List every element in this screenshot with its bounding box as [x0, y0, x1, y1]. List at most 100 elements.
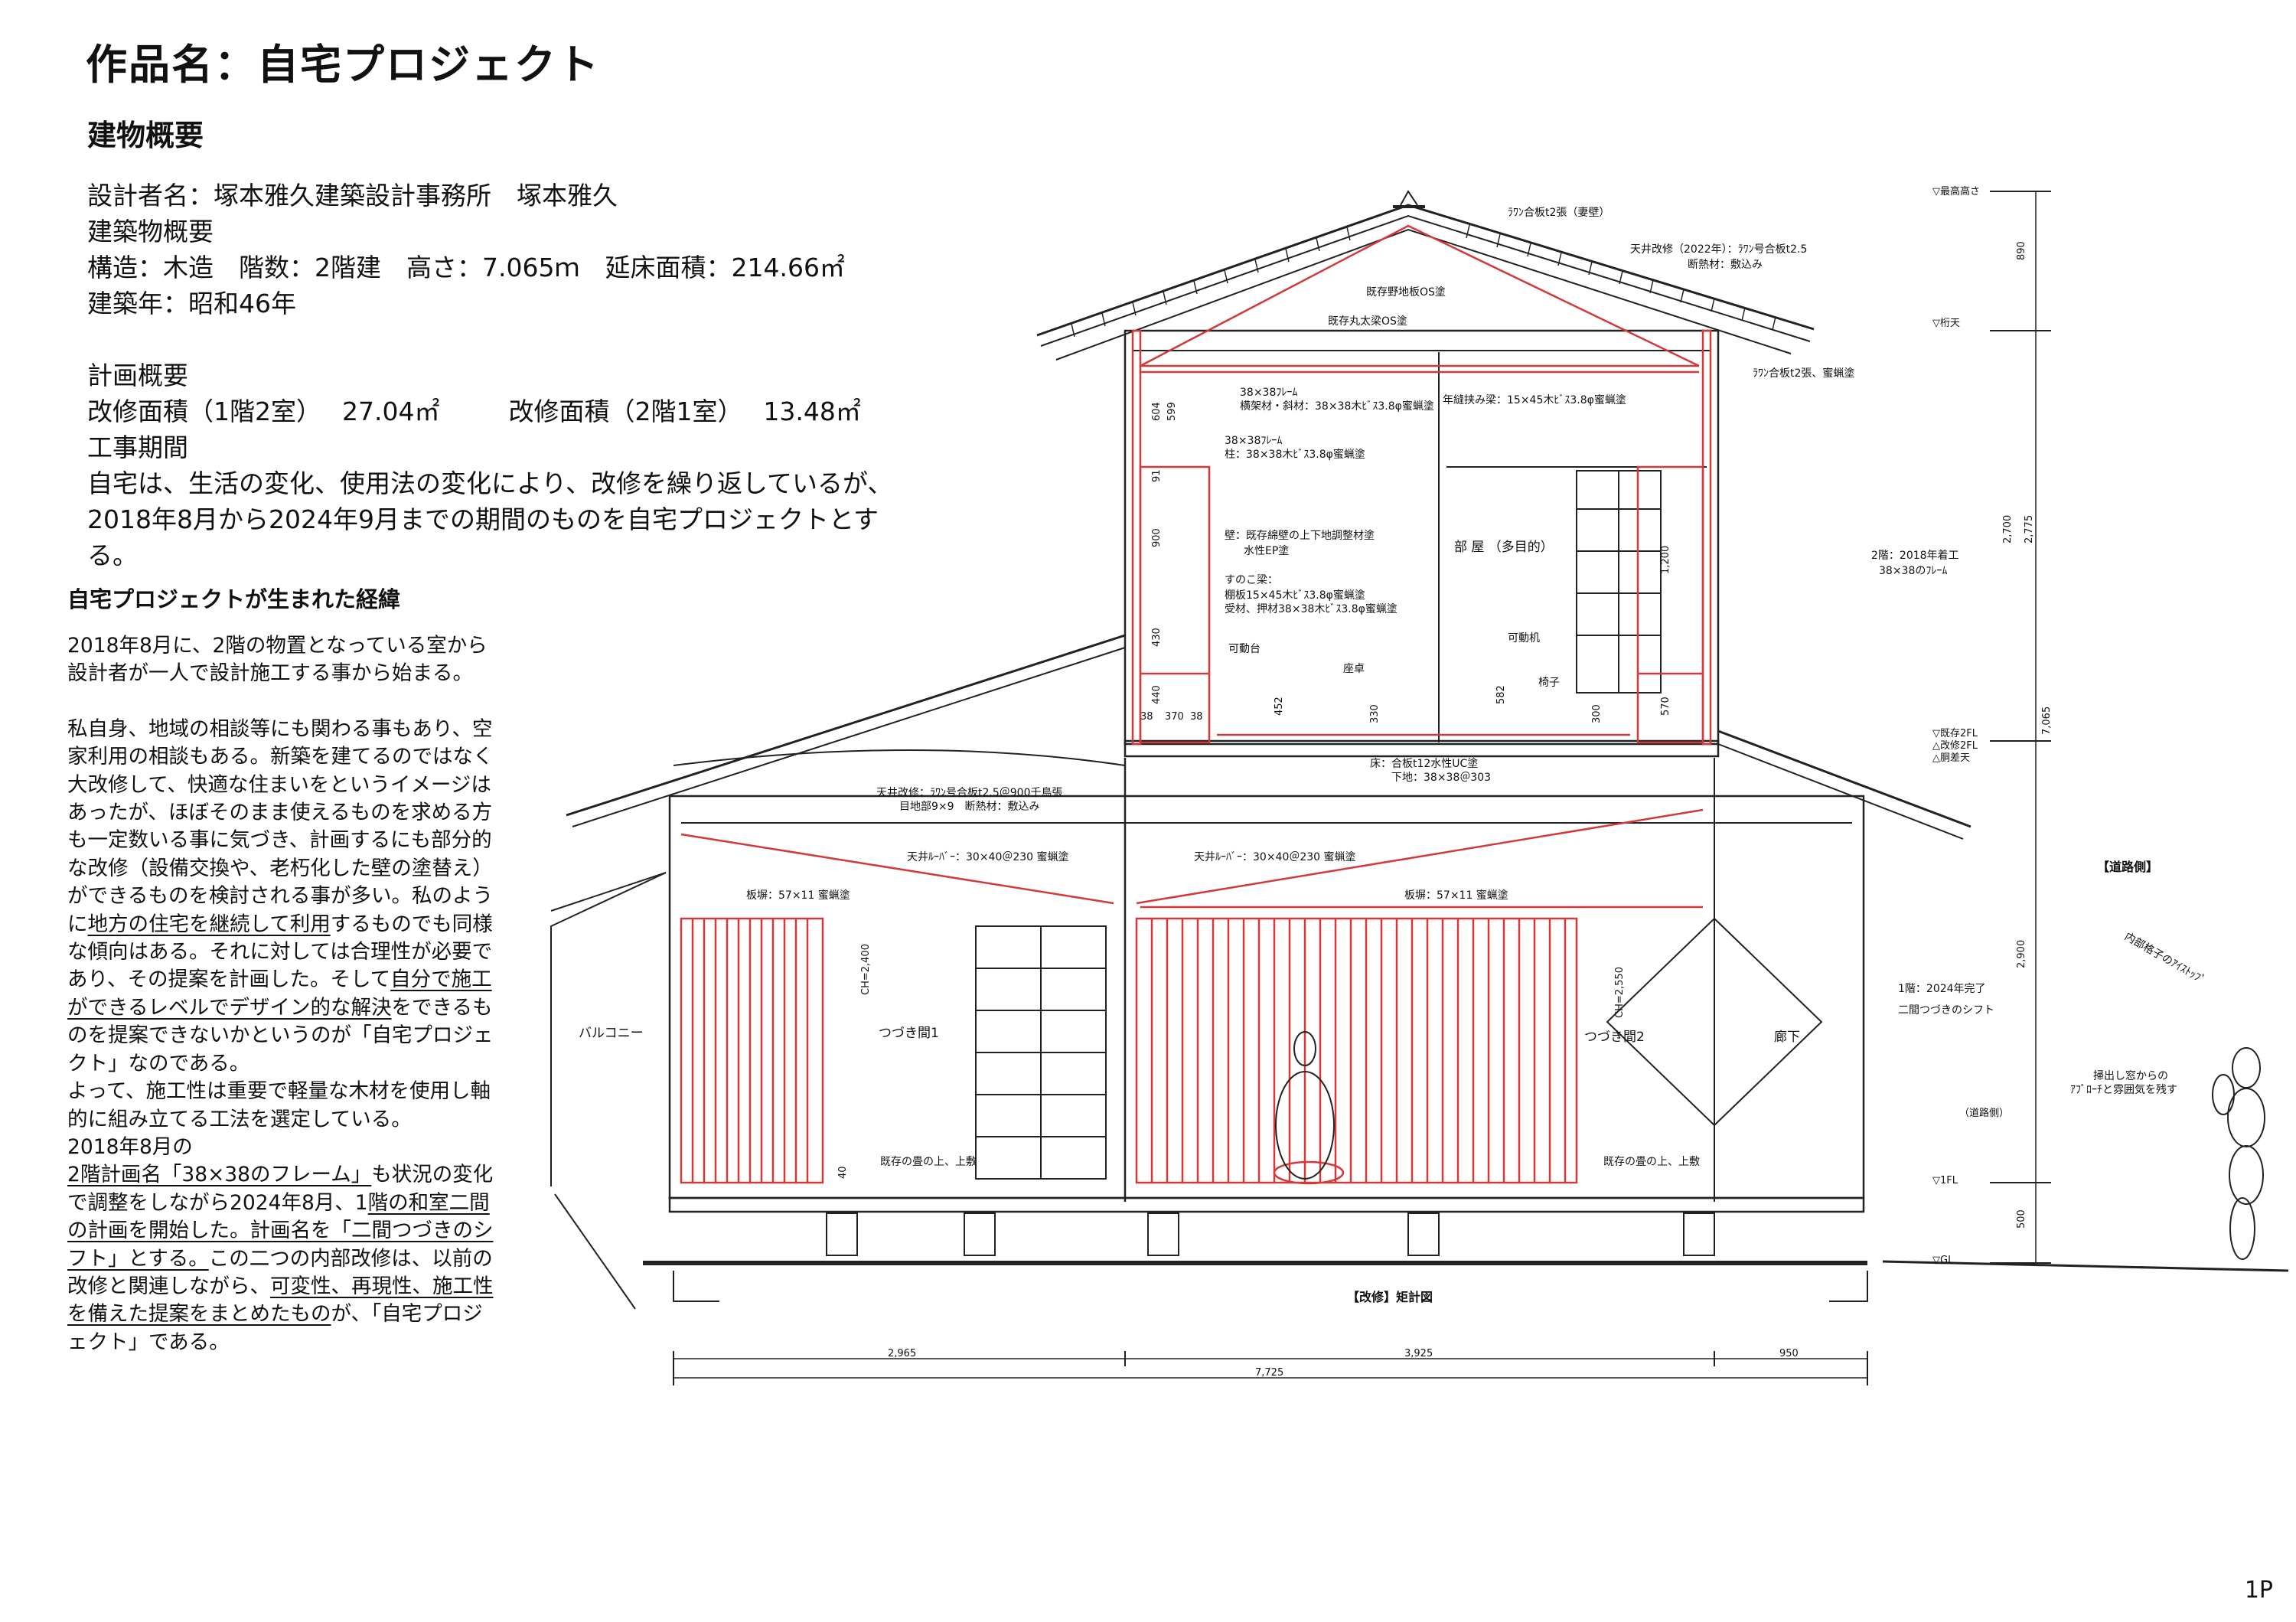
level-label: ▽GL: [1932, 1255, 1954, 1266]
note: 天井ﾙｰﾊﾞｰ：30×40＠230 蜜蝋塗: [1194, 850, 1356, 863]
note: 受材、押材38×38木ﾋﾞｽ3.8φ蜜蝋塗: [1225, 602, 1397, 615]
room-label: 廊下: [1774, 1030, 1800, 1045]
board-fence-right: [1135, 917, 1578, 1184]
dimension: 2,965: [888, 1348, 916, 1359]
note: 水性EP塗: [1244, 544, 1289, 557]
dimension: CH=2,400: [860, 944, 872, 995]
dimension: 91: [1151, 469, 1163, 482]
note: 椅子: [1538, 677, 1560, 689]
roadside-label: 【道路側】: [2097, 860, 2158, 874]
note: 座卓: [1343, 663, 1365, 675]
dimension: 38: [1190, 711, 1203, 723]
period-text: 自宅は、生活の変化、使用法の変化により、改修を繰り返しているが、2018年8月か…: [87, 468, 893, 570]
dimension: 7,725: [1255, 1367, 1283, 1379]
dimension: 3,925: [1404, 1348, 1433, 1359]
text-span: この二つの内部改修は、以前の改修と関連しながら、: [67, 1246, 493, 1298]
note: 可動机: [1508, 632, 1540, 645]
room-label: 部 屋 （多目的）: [1454, 540, 1554, 555]
text-span: が、「自宅プロジェクト」である。: [67, 1302, 483, 1354]
story-paragraph: 私自身、地域の相談等にも関わる事もあり、空家利用の相談もある。新築を建てるのでは…: [67, 716, 496, 1078]
note: 1階：2024年完了: [1898, 983, 1986, 995]
note: ﾗﾜﾝ合板t2張（妻壁）: [1508, 207, 1609, 219]
dimension: 452: [1274, 697, 1285, 716]
note: 横架材・斜材：38×38木ﾋﾞｽ3.8φ蜜蝋塗: [1240, 400, 1434, 413]
note: 天井ﾙｰﾊﾞｰ：30×40＠230 蜜蝋塗: [907, 850, 1069, 863]
dimension: 890: [2016, 241, 2027, 260]
note: 内部格子のｱｲｽﾄｯﾌﾟ: [2122, 931, 2207, 987]
text-span: 2018年8月の: [67, 1134, 193, 1159]
dimension: 604: [1151, 402, 1163, 421]
dimension: 2,775: [2024, 515, 2035, 543]
room-label: バルコニー: [579, 1026, 644, 1041]
underlined-text: 自分で施工ができるレベルでデザイン的な解決: [67, 968, 492, 1020]
underlined-text: 2階計画名「38×38のフレーム」: [67, 1163, 372, 1187]
structure-line: 構造：木造 階数：2階建 高さ：7.065ｍ 延床面積：214.66㎡: [87, 253, 845, 282]
note: 年縫挟み梁：15×45木ﾋﾞｽ3.8φ蜜蝋塗: [1443, 393, 1626, 406]
dimension: 330: [1369, 704, 1381, 723]
text-span: も状況の変化で調整をしながら2024年8月、1: [67, 1163, 494, 1215]
section-heading: 建物概要: [87, 119, 204, 152]
note: 壁：既存綿壁の上下地調整材塗: [1225, 529, 1375, 542]
note: 38×38ﾌﾚｰﾑ: [1225, 435, 1282, 447]
dimension: 500: [2016, 1209, 2027, 1229]
built-year-line: 建築年：昭和46年: [87, 289, 296, 318]
drawing-labels: ﾗﾜﾝ合板t2張（妻壁） 天井改修（2022年）：ﾗﾜﾝ号合板t2.5 断熱材：…: [746, 207, 2207, 1168]
text-span: をできるものを提案できないかというのが「自宅プロジェクト」なのである。: [67, 995, 494, 1075]
dimensions: 890 2,700 2,775 7,065 2,900 500 604 599 …: [837, 241, 2053, 1379]
dimension: CH=2,550: [1614, 967, 1626, 1018]
note: 柱：38×38木ﾋﾞｽ3.8φ蜜蝋塗: [1225, 448, 1365, 461]
dimension: 440: [1151, 685, 1163, 704]
roadside-small-label: （道路側）: [1959, 1107, 2009, 1119]
note: 天井改修：ﾗﾜﾝ号合板t2.5＠900千鳥張: [876, 787, 1062, 799]
dimension: 599: [1166, 402, 1178, 421]
note: 天井改修（2022年）：ﾗﾜﾝ号合板t2.5: [1630, 243, 1807, 256]
story-heading: 自宅プロジェクトが生まれた経緯: [67, 586, 401, 612]
note: 38×38のﾌﾚｰﾑ: [1879, 565, 1947, 577]
dimension: 950: [1779, 1348, 1799, 1359]
overview-block: 設計者名：塚本雅久建築設計事務所 塚本雅久 建築物概要 構造：木造 階数：2階建…: [87, 178, 921, 573]
note: 棚板15×45木ﾋﾞｽ3.8φ蜜蝋塗: [1225, 589, 1365, 602]
drawing-caption: 【改修】矩計図: [1347, 1290, 1433, 1304]
note: 可動台: [1228, 643, 1261, 655]
plan-heading: 計画概要: [87, 361, 188, 390]
level-label: ▽最高高さ: [1932, 185, 1980, 197]
page-number: 1P: [2244, 1577, 2273, 1604]
dimension: 2,900: [2016, 940, 2027, 968]
dimension: 900: [1151, 528, 1163, 547]
dimension: 2,700: [2002, 515, 2014, 543]
note: ﾗﾜﾝ合板t2張、蜜蝋塗: [1753, 367, 1854, 380]
building-heading: 建築物概要: [87, 217, 214, 246]
story-paragraph: よって、施工性は重要で軽量な木材を使用し軸的に組み立てる工法を選定している。: [67, 1079, 491, 1131]
level-marks: ▽最高高さ ▽桁天 ▽既存2FL △改修2FL △胴差天 ▽1FL ▽GL: [1932, 185, 1980, 1266]
note: 掃出し窓からの: [2093, 1069, 2168, 1082]
dimension: 570: [1660, 697, 1671, 716]
area-1f: 改修面積（1階2室） 27.04㎡: [87, 397, 440, 426]
level-label: △改修2FL: [1932, 740, 1978, 752]
designer-line: 設計者名：塚本雅久建築設計事務所 塚本雅久: [87, 181, 618, 211]
room-labels: 部 屋 （多目的） つづき間1 つづき間2 バルコニー 廊下: [579, 540, 1800, 1045]
note: 下地：38×38＠303: [1391, 772, 1491, 784]
story-paragraph: 2018年8月の 2階計画名「38×38のフレーム」も状況の変化で調整をしながら2…: [67, 1134, 496, 1356]
text-span: するものでも同様な傾向はある。それに対しては合理性が必要であり、その提案を計画し…: [67, 912, 493, 992]
note: 板塀：57×11 蜜蝋塗: [746, 889, 850, 902]
note: 目地部9×9 断熱材：敷込み: [899, 801, 1040, 813]
note: 二間つづきのシフト: [1898, 1004, 1994, 1017]
underlined-text: 階の和室二間の計画を開始した。計画名を「二間つづきのシフト」とする。: [67, 1190, 494, 1271]
text-span: 私自身、地域の相談等にも関わる事もあり、空家利用の相談もある。新築を建てるのでは…: [67, 716, 494, 936]
note: ｱﾌﾟﾛｰﾁと雰囲気を残す: [2070, 1084, 2177, 1096]
dimension: 38: [1140, 711, 1153, 723]
human-figures: [1275, 1031, 2265, 1260]
dimension: 1,200: [1660, 546, 1671, 574]
level-label: ▽1FL: [1932, 1175, 1958, 1186]
room-label: つづき間2: [1584, 1030, 1645, 1045]
note: 既存の畳の上、上敷: [1603, 1156, 1700, 1168]
note: 既存丸太梁OS塗: [1328, 315, 1407, 328]
note: 38×38ﾌﾚｰﾑ: [1240, 387, 1297, 399]
note: 板塀：57×11 蜜蝋塗: [1404, 889, 1508, 902]
dimension: 300: [1591, 704, 1603, 723]
underlined-text: 地方の住宅を継続して利用: [87, 912, 331, 936]
roof-tiles: [1071, 224, 1776, 338]
room-label: つづき間1: [879, 1026, 939, 1041]
dimension: 7,065: [2041, 707, 2053, 735]
